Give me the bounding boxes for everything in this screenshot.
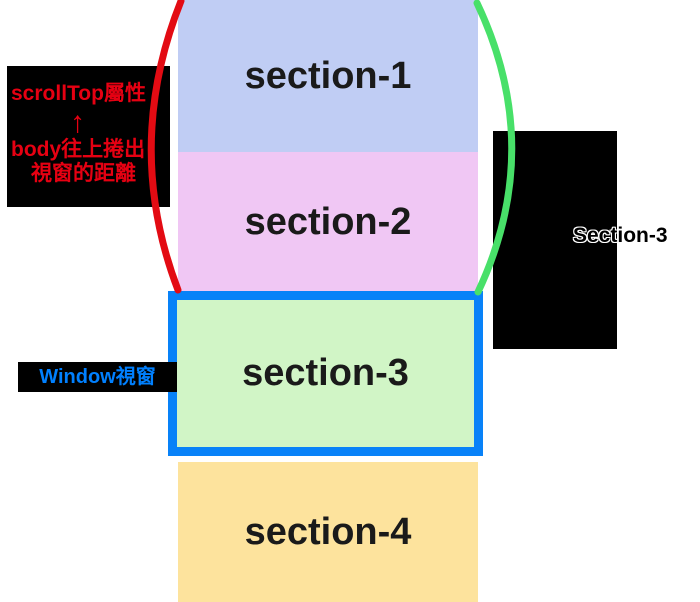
scrolltop-description-line1: body往上捲出 [11,138,146,161]
scrolltop-property-label: scrollTop屬性 [11,82,146,105]
viewport-window-box: section-3 [168,291,483,456]
section-2-block: section-2 [178,152,478,293]
section-4-block: section-4 [178,462,478,602]
section-1-block: section-1 [178,0,478,152]
window-viewport-label-bar: Window視窗 [18,362,177,392]
up-arrow-icon: ↑ [70,106,85,139]
scrolltop-description-line2: 視窗的距離 [31,162,136,185]
scrolltop-annotation-box: scrollTop屬性 ↑ body往上捲出 視窗的距離 [7,66,170,207]
section-4-label: section-4 [244,510,412,553]
section3-outline-label: Section-3 [573,224,668,247]
section-1-label: section-1 [244,54,412,97]
section-2-label: section-2 [244,201,412,243]
window-viewport-label: Window視窗 [39,366,156,388]
section-3-label: section-3 [242,352,409,394]
